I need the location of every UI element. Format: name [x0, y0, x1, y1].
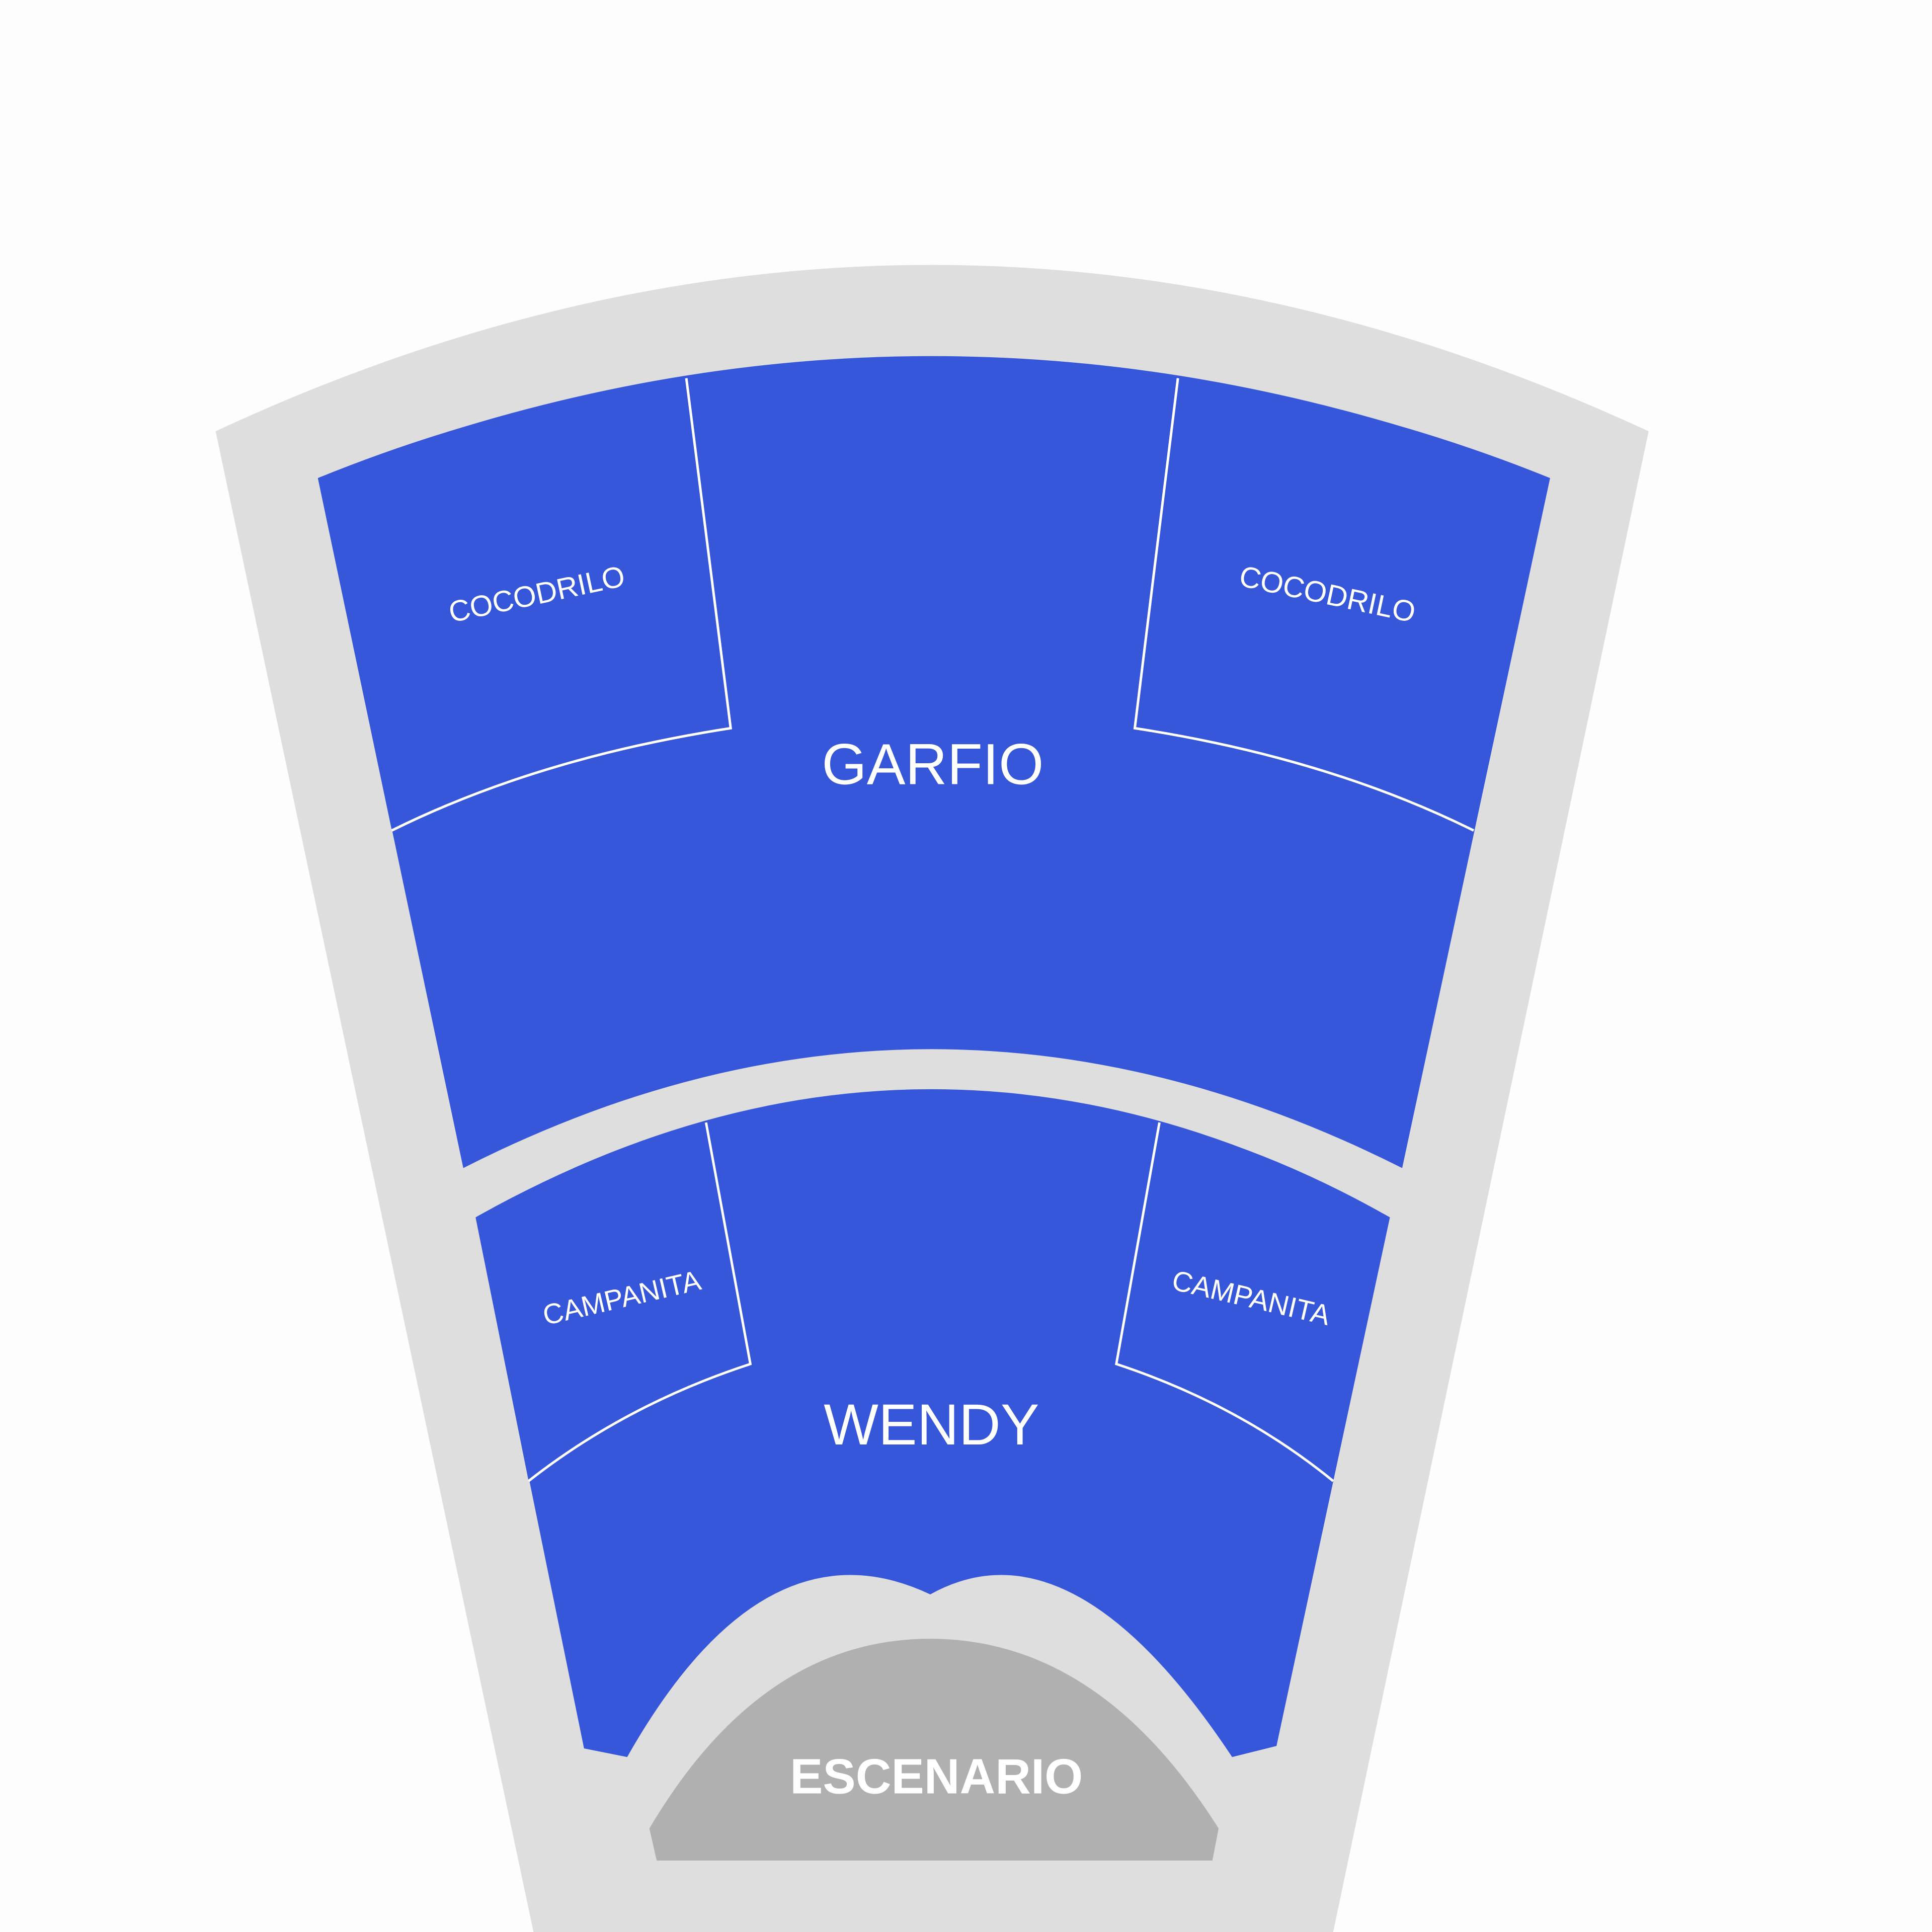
stage-label: ESCENARIO: [790, 1749, 1083, 1804]
campanita-right-divider: [1114, 1122, 1334, 1482]
section-wendy-label: WENDY: [824, 1393, 1039, 1457]
campanita-left-divider: [528, 1122, 752, 1482]
section-cocodrilo-right[interactable]: [1135, 378, 1550, 831]
stage-area: [649, 1639, 1219, 1861]
section-campanita-right[interactable]: [1116, 1122, 1390, 1481]
cocodrilo-left-divider-overlay: [391, 378, 732, 832]
section-garfio-label: GARFIO: [822, 733, 1043, 797]
section-campanita-left[interactable]: [475, 1122, 751, 1481]
cocodrilo-right-divider-overlay: [1133, 378, 1475, 832]
section-cocodrilo-left[interactable]: [317, 378, 731, 831]
